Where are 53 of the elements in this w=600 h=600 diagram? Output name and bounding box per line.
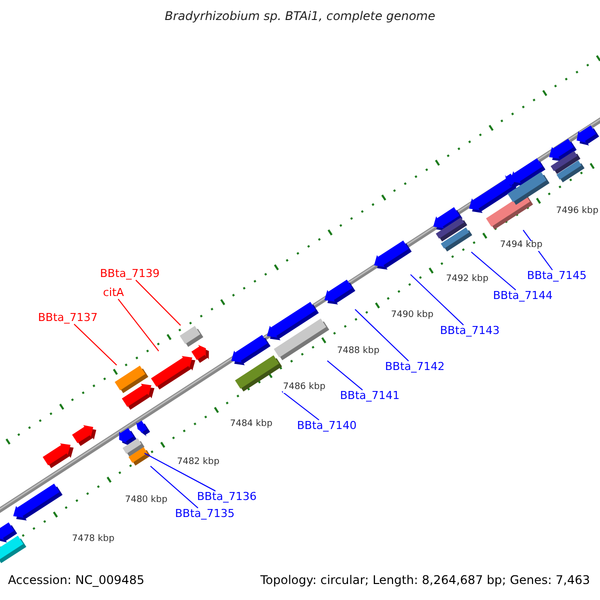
gene-label: BBta_7140 (297, 420, 357, 432)
leader-line (135, 280, 182, 326)
gene-shape (128, 447, 150, 466)
gene-label: BBta_7141 (340, 390, 400, 402)
scale-label: 7488 kbp (337, 347, 380, 357)
gene-label: BBta_7135 (175, 508, 235, 520)
scale-label: 7494 kbp (500, 241, 542, 251)
gene-shape (191, 344, 209, 363)
gene-label: BBta_7144 (493, 290, 553, 302)
scale-label: 7480 kbp (125, 496, 168, 506)
scale-label: 7492 kbp (446, 275, 488, 285)
leader-line (282, 391, 320, 420)
gene-shape (374, 240, 412, 270)
scale-label: 7490 kbp (391, 311, 434, 321)
gene-shape (556, 160, 585, 182)
gene-label: BBta_7137 (38, 312, 98, 324)
gene-label: BBta_7142 (385, 361, 445, 374)
scale-label: 7482 kbp (177, 458, 220, 468)
leader-line (150, 466, 198, 508)
gene-label: citA (103, 287, 124, 300)
gene-label: BBta_7136 (197, 491, 257, 504)
gene-shape (508, 172, 550, 205)
leader-line (470, 252, 516, 290)
scale-label: 7478 kbp (72, 535, 114, 545)
gene-shape (13, 484, 63, 520)
gene-shape (150, 356, 196, 390)
gene-shape (136, 420, 150, 436)
leader-line (354, 308, 410, 362)
gene-label: BBta_7145 (527, 270, 587, 282)
gene-shape (234, 355, 282, 392)
gene-shape (122, 384, 154, 410)
scale-label: 7484 kbp (230, 420, 272, 430)
gene-label: BBta_7143 (440, 325, 500, 338)
leader-line (326, 360, 364, 390)
gene-shape (180, 326, 204, 347)
gene-shape (231, 334, 271, 366)
leader-line (144, 452, 216, 492)
gene-shape (72, 425, 96, 446)
gene-shape (324, 280, 356, 304)
gene-shape (0, 536, 26, 564)
leader-line (410, 274, 464, 326)
gene-shape (440, 227, 472, 252)
gene-shape (576, 125, 600, 146)
gene-shape (42, 443, 74, 468)
accession-text: Accession: NC_009485 (8, 574, 144, 588)
leader-line (74, 324, 118, 366)
genome-summary-text: Topology: circular; Length: 8,264,687 bp; Genes: 7,463 (260, 574, 590, 588)
scale-label: 7486 kbp (283, 383, 326, 393)
gene-label: BBta_7139 (100, 268, 160, 280)
leader-line (118, 298, 160, 352)
scale-label: 7496 kbp (556, 207, 598, 217)
gene-shape (274, 318, 330, 360)
title: Bradyrhizobium sp. BTAi1, complete genome (164, 10, 436, 24)
